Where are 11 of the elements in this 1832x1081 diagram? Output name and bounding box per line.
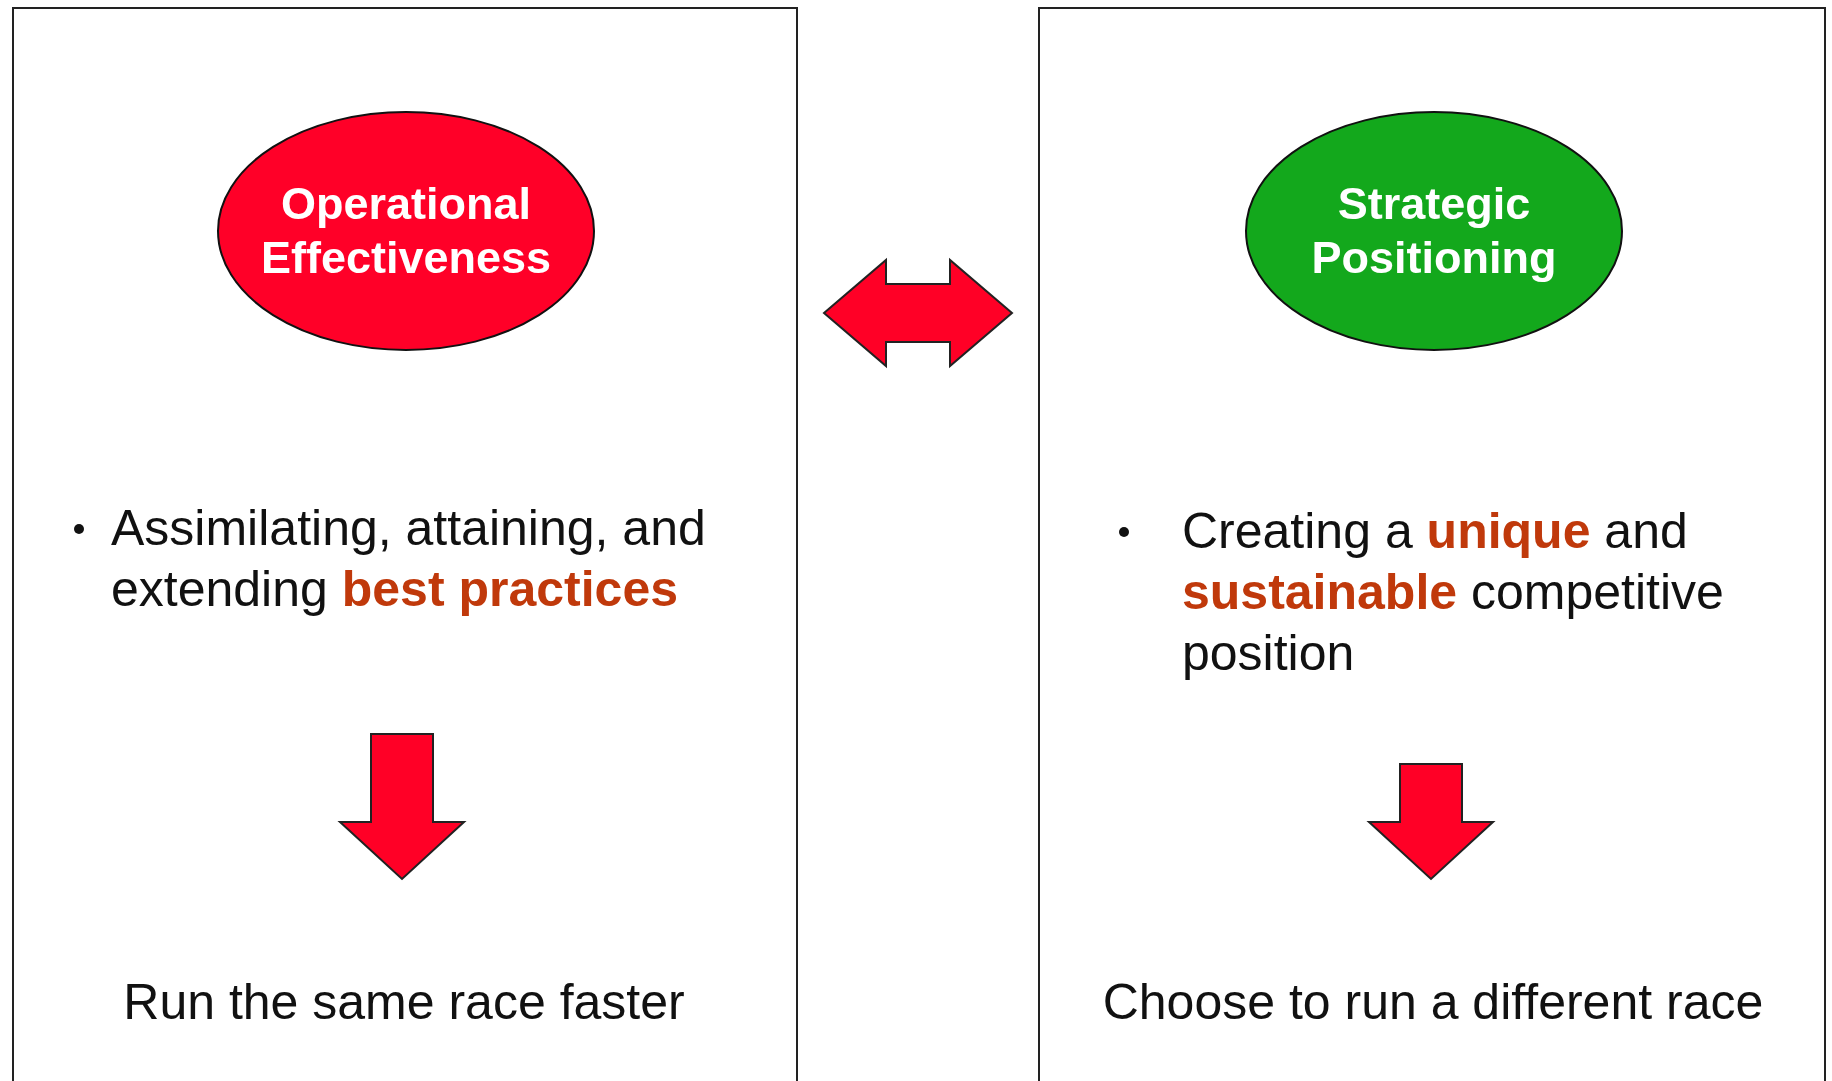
ellipse-label: Strategic Positioning (1310, 177, 1558, 285)
outcome-text: Choose to run a different race (1102, 973, 1764, 1032)
block-arrow (822, 257, 1014, 369)
outcome-text: Run the same race faster (123, 973, 685, 1032)
panel-frame (1038, 7, 1826, 1081)
bullet-text: Assimilating, attaining, and extending best practices (111, 499, 707, 619)
bullet-text: Creating a unique and sustainable competitive position (1182, 502, 1725, 683)
ellipse-label: Operational Effectiveness (259, 177, 553, 285)
panel-frame (12, 7, 798, 1081)
block-arrow (337, 733, 467, 881)
block-arrow (1366, 763, 1496, 881)
